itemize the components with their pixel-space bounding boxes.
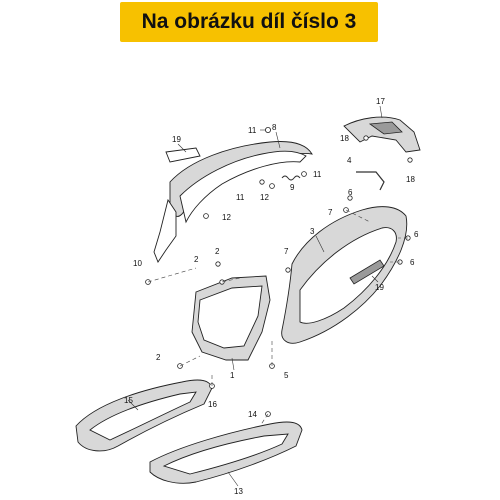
- screw-12-mid: [203, 213, 209, 219]
- callout-10: 10: [133, 259, 142, 268]
- leader-17: [379, 105, 383, 119]
- part-3-side-cover-panel: [299, 227, 397, 324]
- screw-7-mid: [285, 267, 291, 273]
- leader-13: [227, 471, 239, 487]
- screw-6-top: [347, 195, 353, 201]
- leader-8: [275, 131, 281, 149]
- callout-15: 15: [124, 396, 133, 405]
- callout-1: 1: [230, 371, 235, 380]
- part-17-bracket: [343, 116, 421, 153]
- callout-6-low: 6: [410, 258, 415, 267]
- part-8-inner-edge: [179, 150, 307, 224]
- callout-18-top: 18: [340, 134, 349, 143]
- leader-1: [231, 357, 235, 371]
- callout-11-top: 11: [248, 126, 257, 135]
- header-banner: Na obrázku díl číslo 3: [120, 2, 378, 42]
- callout-19-top: 19: [172, 135, 181, 144]
- callout-14: 14: [248, 410, 257, 419]
- screw-11-right: [301, 171, 307, 177]
- header-title: Na obrázku díl číslo 3: [141, 10, 357, 33]
- dash-line-8: [259, 413, 269, 427]
- callout-12-mid: 12: [222, 213, 231, 222]
- part-1-inner-panel: [197, 285, 263, 349]
- callout-9: 9: [290, 183, 295, 192]
- screw-18-top: [363, 135, 369, 141]
- leader-19-top: [177, 143, 187, 153]
- leader-15: [127, 399, 139, 411]
- screw-11-top: [264, 127, 271, 134]
- callout-6-mid: 6: [414, 230, 419, 239]
- callout-7-mid: 7: [284, 247, 289, 256]
- dash-line-5: [345, 209, 371, 223]
- screw-11-left: [269, 183, 275, 189]
- callout-6-top: 6: [348, 188, 353, 197]
- part-3-emblem: [349, 259, 385, 285]
- callout-18-low: 18: [406, 175, 415, 184]
- callout-3: 3: [310, 227, 315, 236]
- part-8-rib: [153, 198, 177, 263]
- leader-3: [315, 235, 325, 253]
- screw-2-a: [215, 261, 221, 267]
- callout-11-left: 11: [236, 193, 245, 202]
- dash-line-9: [179, 355, 201, 367]
- callout-13: 13: [234, 487, 243, 496]
- screw-12-left: [259, 179, 265, 185]
- callout-2-c: 2: [156, 353, 161, 362]
- part-13-inner: [162, 433, 289, 475]
- callout-17: 17: [376, 97, 385, 106]
- callout-2-a: 2: [215, 247, 220, 256]
- callout-5: 5: [284, 371, 289, 380]
- callout-11-right: 11: [313, 170, 322, 179]
- callout-2-b: 2: [194, 255, 199, 264]
- leader-19-right: [371, 275, 379, 283]
- part-15-inner: [89, 391, 197, 441]
- callout-12-left: 12: [260, 193, 269, 202]
- part-9-spring: [281, 175, 301, 181]
- screw-18-low: [407, 157, 413, 163]
- part-4-rod: [356, 171, 385, 191]
- part-19-strip: [165, 147, 201, 163]
- dash-line-1: [147, 267, 197, 283]
- callout-16: 16: [208, 400, 217, 409]
- callout-8: 8: [272, 123, 277, 132]
- dash-line-2: [221, 277, 241, 283]
- part-17-inner: [368, 121, 403, 135]
- callout-19-right: 19: [375, 283, 384, 292]
- callout-7-top: 7: [328, 208, 333, 217]
- callout-4: 4: [347, 156, 352, 165]
